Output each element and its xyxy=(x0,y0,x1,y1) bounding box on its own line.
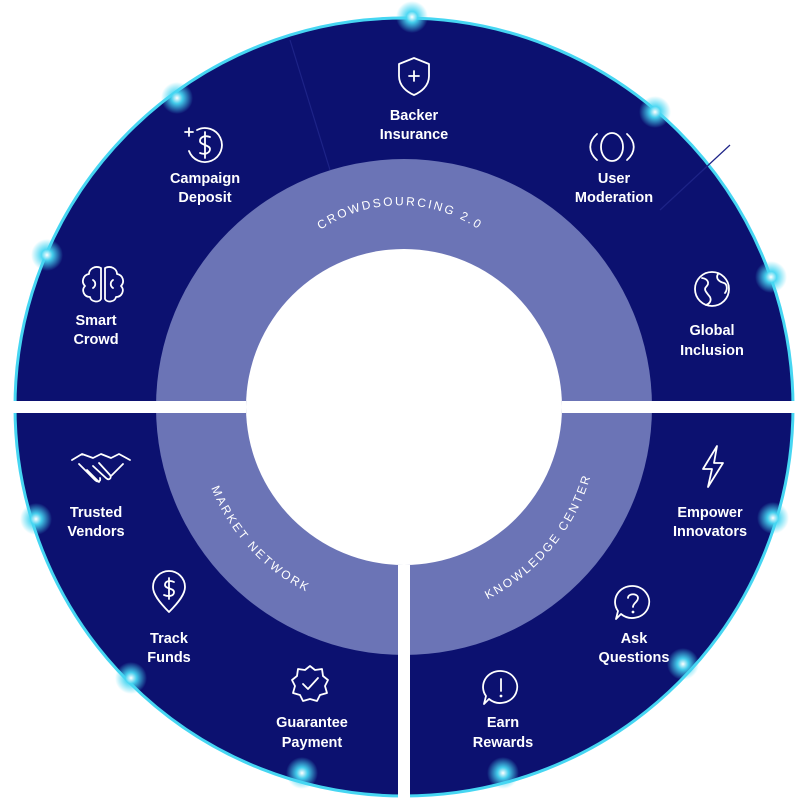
glow-node xyxy=(755,261,787,293)
question-bubble-icon xyxy=(614,585,651,620)
segment-seam xyxy=(659,144,731,211)
shield-plus-icon xyxy=(398,57,430,96)
divider-vertical xyxy=(398,565,410,801)
glow-node xyxy=(31,239,63,271)
glow-node xyxy=(115,662,147,694)
item-label-line1: User xyxy=(598,171,631,187)
glow-node xyxy=(286,757,318,789)
divider-horizontal-left xyxy=(10,401,246,413)
item-label-line1: Smart xyxy=(75,313,116,329)
item-guarantee-payment: Guarantee Payment xyxy=(276,665,348,751)
exclamation-dot xyxy=(499,694,503,698)
glow-node xyxy=(639,96,671,128)
glow-node xyxy=(161,82,193,114)
item-label-line1: Backer xyxy=(390,108,439,124)
item-label-line2: Questions xyxy=(599,650,670,666)
glow-node xyxy=(757,502,789,534)
item-empower-innovators: Empower Innovators xyxy=(673,445,747,540)
item-user-moderation: User Moderation xyxy=(575,132,653,206)
item-label-line2: Deposit xyxy=(178,190,231,206)
exclamation-bubble-icon xyxy=(482,670,519,705)
location-dollar-icon xyxy=(152,570,186,613)
divider-horizontal-right xyxy=(562,401,798,413)
item-label-line1: Ask xyxy=(621,631,649,647)
item-trusted-vendors: Trusted Vendors xyxy=(67,453,131,540)
lightning-icon xyxy=(702,445,724,488)
question-dot xyxy=(631,610,635,614)
item-label-line2: Insurance xyxy=(380,127,449,143)
moderation-icon xyxy=(589,132,635,162)
item-label-line2: Vendors xyxy=(67,524,124,540)
dollar-coin-icon xyxy=(184,127,223,163)
globe-icon xyxy=(694,271,730,307)
item-label-line2: Payment xyxy=(282,735,343,751)
item-campaign-deposit: Campaign Deposit xyxy=(170,127,240,206)
item-label-line2: Inclusion xyxy=(680,343,744,359)
brain-icon xyxy=(82,266,124,303)
item-label-line2: Rewards xyxy=(473,735,533,751)
item-global-inclusion: Global Inclusion xyxy=(680,271,744,359)
item-label-line1: Guarantee xyxy=(276,715,348,731)
glow-node xyxy=(487,757,519,789)
verified-badge-icon xyxy=(291,665,329,702)
segment-seam xyxy=(289,39,331,171)
item-smart-crowd: Smart Crowd xyxy=(73,266,124,348)
glow-node xyxy=(667,648,699,680)
item-earn-rewards: Earn Rewards xyxy=(473,670,533,751)
item-label-line1: Empower xyxy=(677,505,743,521)
item-label-line1: Earn xyxy=(487,715,519,731)
item-label-line1: Trusted xyxy=(70,505,122,521)
item-label-line2: Innovators xyxy=(673,524,747,540)
handshake-icon xyxy=(71,453,131,483)
glow-node xyxy=(20,503,52,535)
item-track-funds: Track Funds xyxy=(147,570,191,666)
item-label-line2: Funds xyxy=(147,650,191,666)
item-label-line2: Moderation xyxy=(575,190,653,206)
glow-node xyxy=(396,1,428,33)
item-backer-insurance: Backer Insurance xyxy=(380,57,449,143)
perimeter-nodes xyxy=(20,1,789,789)
item-label-line1: Global xyxy=(689,323,734,339)
item-label-line2: Crowd xyxy=(73,332,118,348)
item-label-line1: Campaign xyxy=(170,171,240,187)
item-label-line1: Track xyxy=(150,631,189,647)
item-ask-questions: Ask Questions xyxy=(599,585,670,666)
center-circle xyxy=(246,249,562,565)
